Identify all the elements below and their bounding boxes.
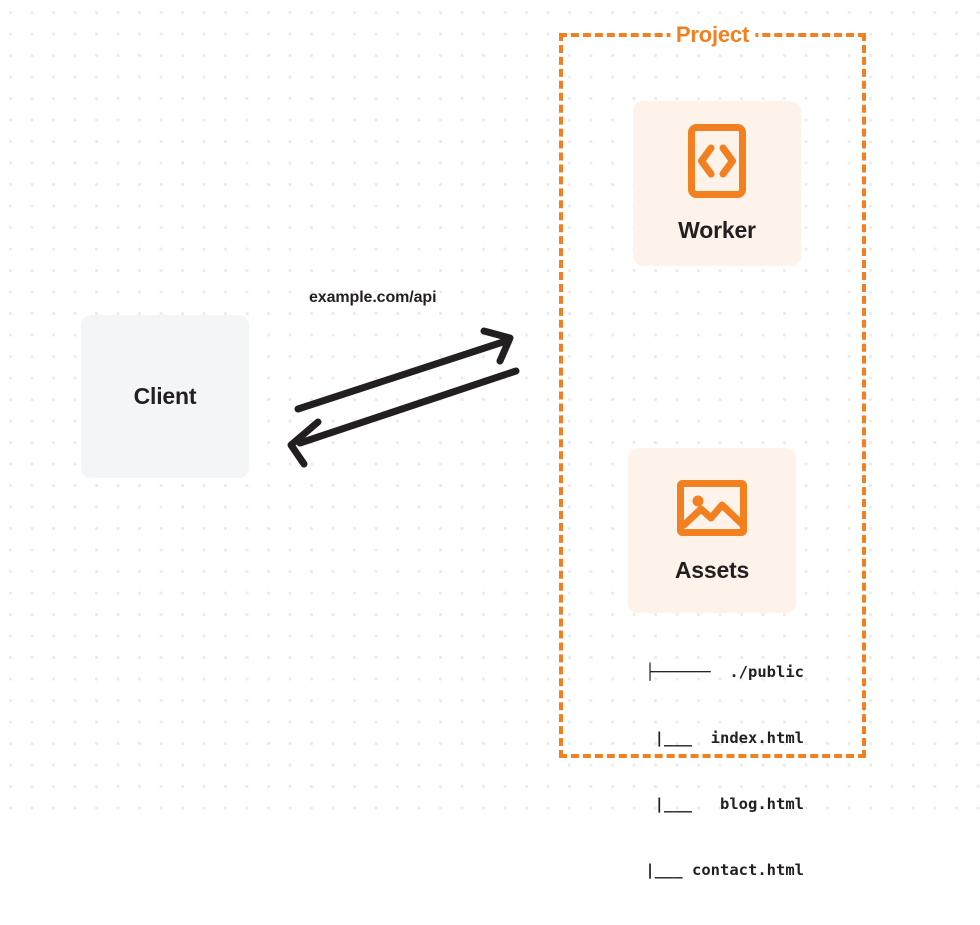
connection-endpoint-label: example.com/api (309, 289, 437, 306)
client-node[interactable]: Client (81, 315, 249, 478)
project-group-title: Project (669, 22, 756, 48)
arrow-right-icon (294, 327, 514, 413)
diagram-canvas: Client Project Worker Assets ├────── ./p… (0, 0, 980, 879)
worker-service-card[interactable]: Worker (633, 101, 801, 266)
file-tree-row: |___ blog.html (617, 795, 804, 813)
image-picture-icon (677, 478, 747, 543)
assets-service-card[interactable]: Assets (628, 448, 796, 613)
assets-card-label: Assets (674, 556, 750, 583)
file-tree-row: ├────── ./public (645, 663, 804, 681)
client-node-label: Client (133, 383, 197, 409)
worker-card-label: Worker (678, 216, 756, 243)
file-tree-row: |___ index.html (617, 729, 804, 747)
arrow-left-icon (287, 367, 520, 468)
assets-file-tree: ├────── ./public |___ index.html |___ bl… (604, 617, 804, 925)
project-group-boundary: Project (559, 22, 866, 758)
file-tree-row: |___ contact.html (608, 861, 804, 879)
code-brackets-icon (688, 123, 746, 203)
